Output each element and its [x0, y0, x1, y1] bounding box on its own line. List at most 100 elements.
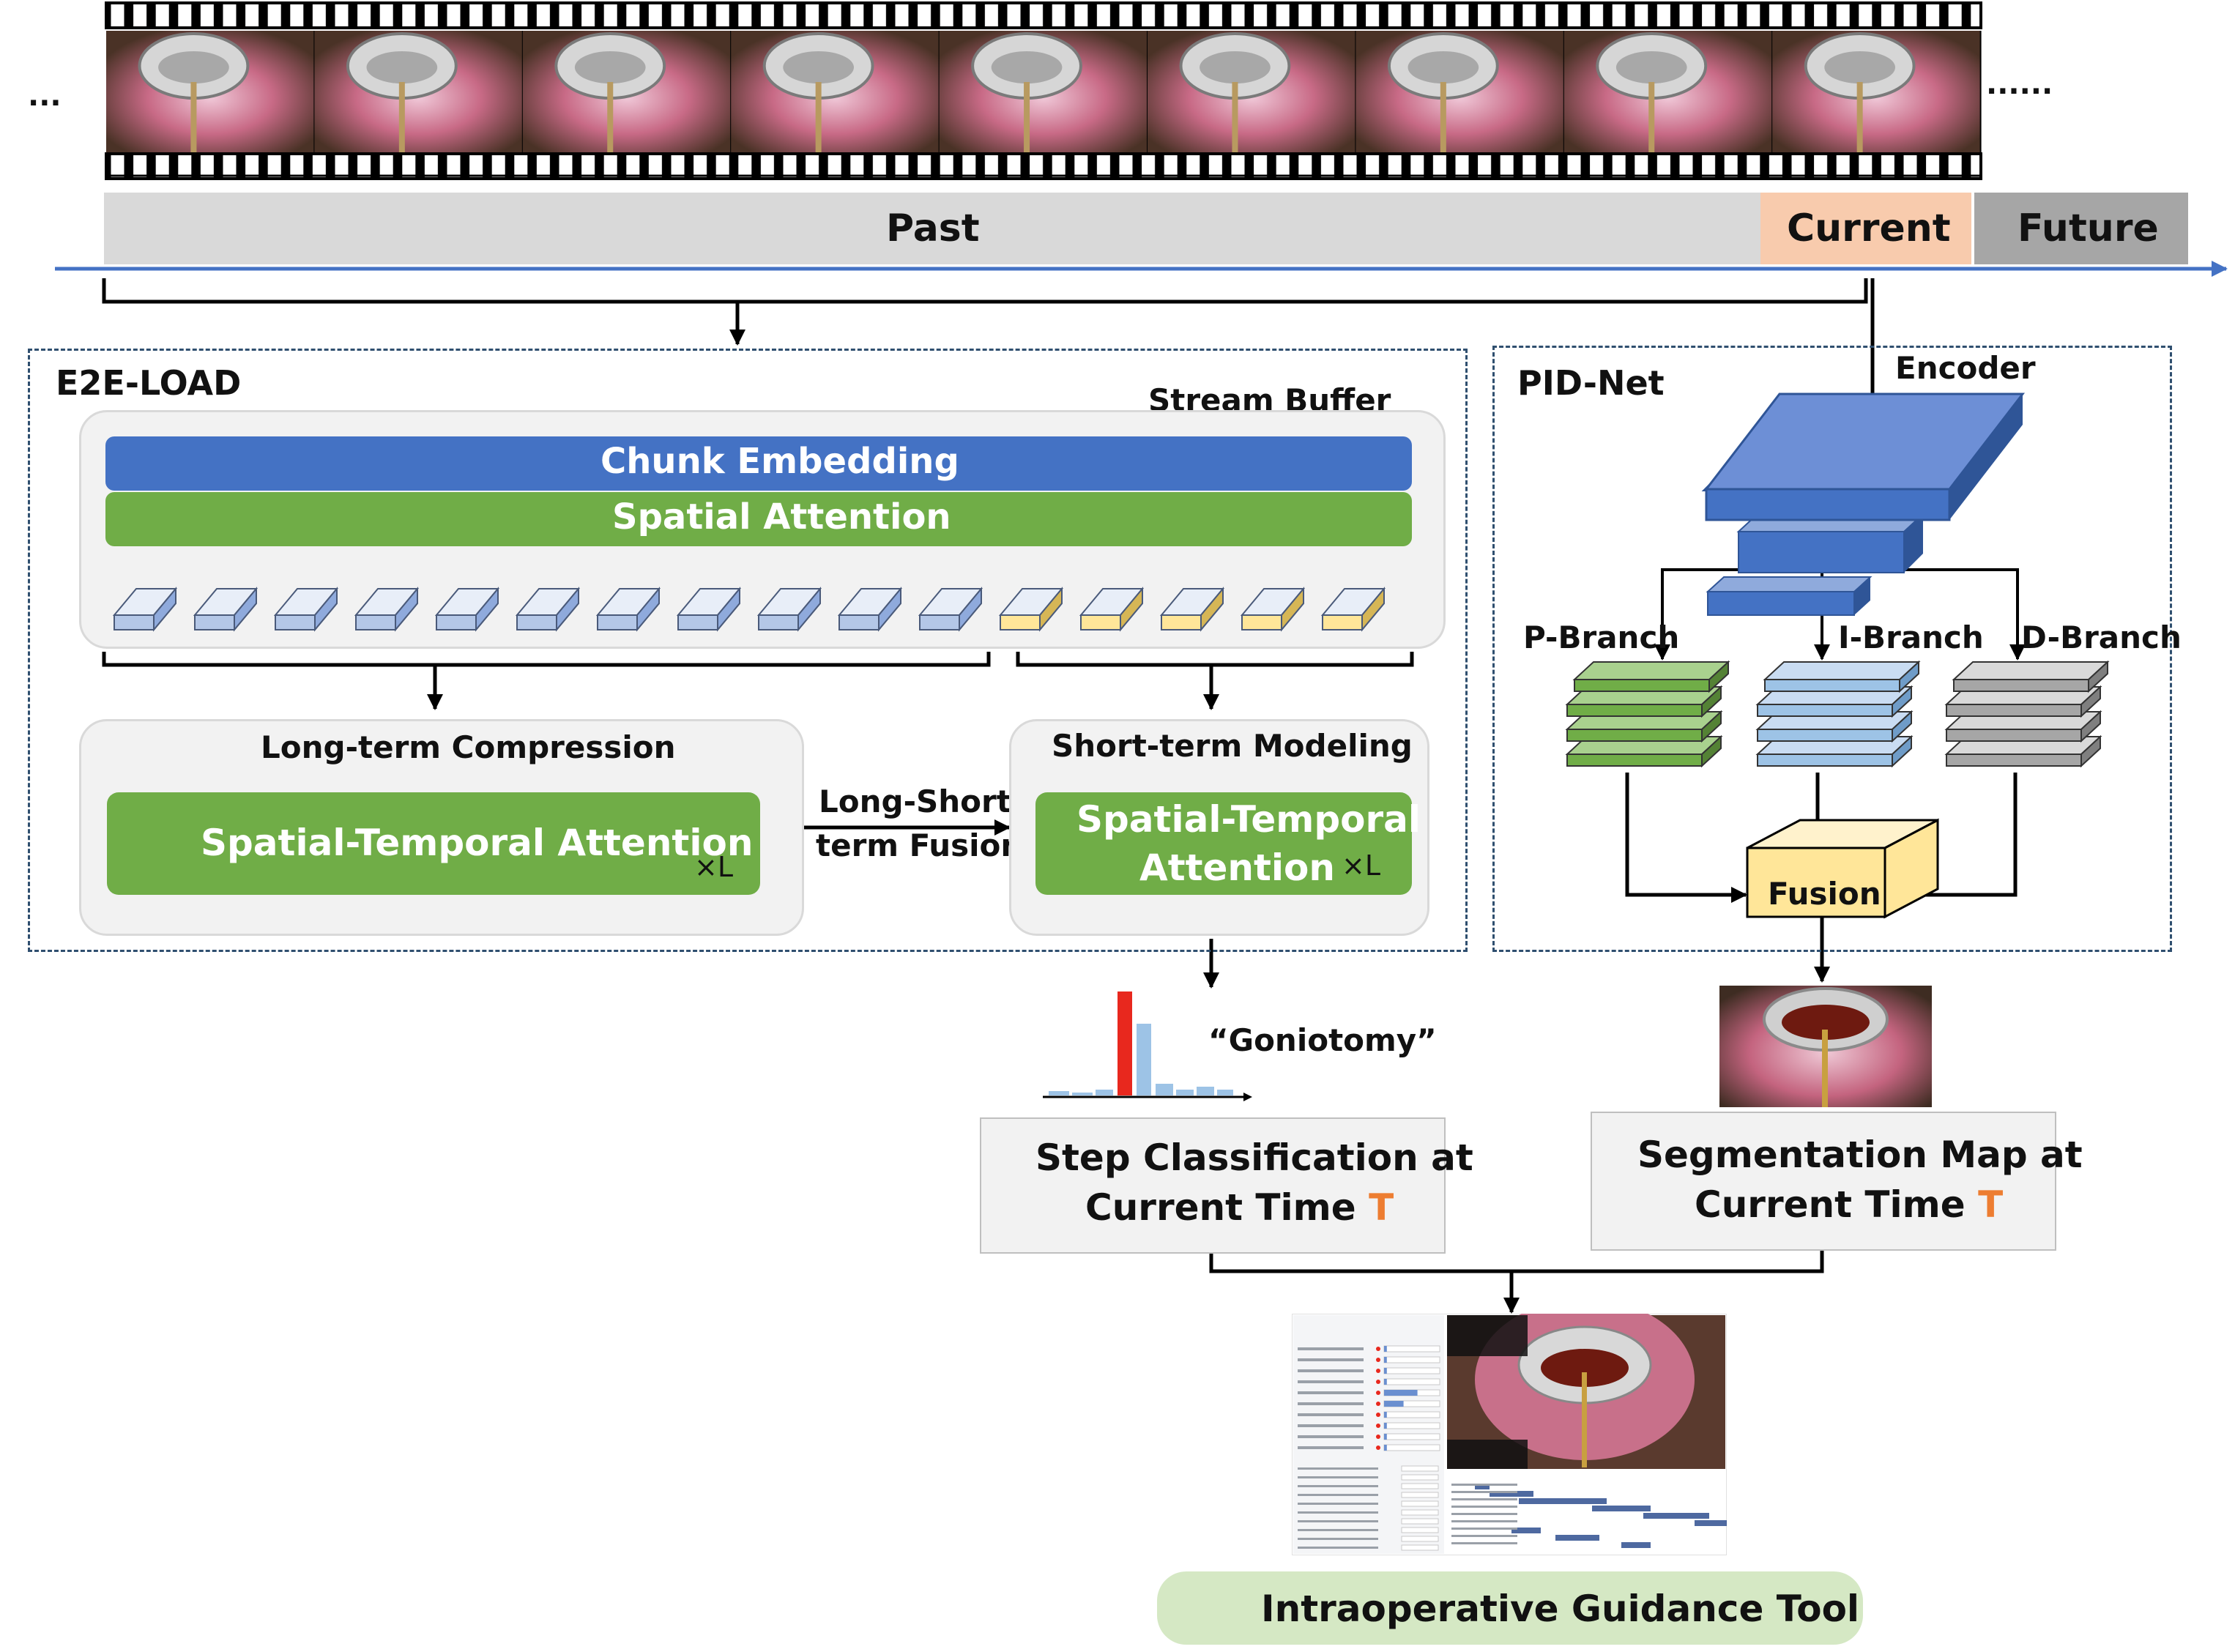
- segmentation-line2: Current Time T: [1695, 1183, 2003, 1226]
- e2e-load-title: E2E-LOAD: [56, 363, 242, 403]
- tool-summary-row: [1298, 1474, 1439, 1481]
- tool-timeline-label: [1451, 1484, 1517, 1486]
- eye-surgery-frame-icon: [939, 31, 1148, 152]
- past-label: Past: [886, 206, 980, 250]
- long-term-token: [193, 587, 259, 632]
- eye-surgery-frame-icon: [1563, 31, 1774, 152]
- tool-summary-row: [1298, 1518, 1439, 1525]
- spatial-attention-label: Spatial Attention: [612, 496, 951, 537]
- pid-net-title: PID-Net: [1517, 363, 1665, 403]
- short-term-attention-line1: Spatial-Temporal: [1076, 798, 1421, 841]
- tool-timeline-segment: [1475, 1484, 1490, 1489]
- film-strip-icon: [105, 1, 1982, 180]
- eye-surgery-frame-icon: [731, 31, 940, 152]
- tool-summary-row: [1298, 1483, 1439, 1489]
- long-term-token: [676, 587, 742, 632]
- d-branch-label: D-Branch: [2021, 620, 2182, 655]
- segmentation-map-icon: [1719, 986, 1932, 1107]
- tool-timeline-label: [1451, 1535, 1517, 1537]
- tool-phase-row: [1298, 1433, 1440, 1440]
- tool-timeline-segment: [1555, 1535, 1599, 1541]
- tool-timeline-segment: [1490, 1491, 1533, 1497]
- current-segment: [1760, 193, 1971, 264]
- pid-net-panel: [1492, 346, 2172, 952]
- spatial-attention-block: [105, 492, 1412, 546]
- long-term-token: [918, 587, 983, 632]
- current-label: Current: [1787, 206, 1951, 250]
- tool-summary-row: [1298, 1536, 1439, 1542]
- guidance-tool-label: Intraoperative Guidance Tool: [1261, 1588, 1860, 1630]
- tool-summary-row: [1298, 1465, 1439, 1472]
- encoder-label: Encoder: [1895, 350, 2036, 386]
- tool-phase-row: [1298, 1400, 1440, 1407]
- tool-phase-row: [1298, 1378, 1440, 1385]
- long-term-token: [434, 587, 500, 632]
- segmentation-line1: Segmentation Map at: [1637, 1134, 2083, 1176]
- long-term-token: [273, 587, 339, 632]
- future-label: Future: [2018, 206, 2159, 250]
- tool-phase-row: [1298, 1356, 1440, 1363]
- tool-timeline-label: [1451, 1542, 1517, 1544]
- guidance-tool-pill: [1157, 1571, 1863, 1645]
- tool-phase-row: [1298, 1422, 1440, 1429]
- tool-timeline-label: [1451, 1513, 1517, 1515]
- tool-timeline-segment: [1643, 1513, 1709, 1519]
- short-term-token: [1240, 587, 1306, 632]
- tool-summary-row: [1298, 1500, 1439, 1507]
- e2e-load-panel: [28, 349, 1468, 952]
- long-term-attention-block: [107, 792, 760, 895]
- segmentation-output-box: [1591, 1112, 2056, 1251]
- token-sequence: [112, 587, 1386, 632]
- tool-phase-row: [1298, 1389, 1440, 1396]
- long-term-token: [595, 587, 661, 632]
- tool-phase-row: [1298, 1411, 1440, 1418]
- p-branch-stack: [1565, 660, 1730, 768]
- step-classification-line2: Current Time T: [1085, 1186, 1394, 1229]
- tool-timeline-segment: [1621, 1542, 1651, 1548]
- guidance-tool-screenshot-icon: [1292, 1314, 1727, 1555]
- histogram-icon: [1043, 991, 1252, 1101]
- tool-summary-row: [1298, 1544, 1439, 1551]
- tool-timeline-label: [1451, 1520, 1517, 1522]
- long-term-attention-label: Spatial-Temporal Attention: [201, 822, 754, 864]
- long-term-token: [354, 587, 420, 632]
- eye-surgery-frame-icon: [1772, 31, 1982, 152]
- short-term-token: [1079, 587, 1145, 632]
- long-term-title: Long-term Compression: [261, 729, 676, 765]
- fusion-label-line2: term Fusion: [816, 827, 1023, 863]
- tool-timeline-segment: [1695, 1520, 1727, 1526]
- prediction-label: “Goniotomy”: [1208, 1022, 1437, 1058]
- short-term-attention-line2: Attention: [1139, 847, 1335, 889]
- long-term-repeat: ×L: [694, 851, 734, 883]
- past-segment: [104, 193, 1760, 264]
- pid-net-graphics: [1701, 392, 2026, 616]
- tool-timeline-label: [1451, 1506, 1517, 1508]
- short-term-token: [1320, 587, 1386, 632]
- tool-timeline-label: [1451, 1498, 1517, 1500]
- encoder-top-slab: [1703, 392, 2026, 521]
- d-branch-stack: [1944, 660, 2110, 768]
- step-classification-box: [980, 1117, 1446, 1254]
- tool-timeline-label: [1451, 1528, 1517, 1530]
- tool-phase-row: [1298, 1345, 1440, 1353]
- step-classification-line1: Step Classification at: [1035, 1136, 1473, 1179]
- eye-surgery-frame-icon: [522, 31, 732, 152]
- i-branch-stack: [1755, 660, 1921, 768]
- trailing-ellipsis: ......: [1986, 67, 2053, 101]
- fusion-label: Fusion: [1768, 876, 1881, 912]
- i-branch-label: I-Branch: [1838, 620, 1984, 655]
- tool-timeline-segment: [1519, 1498, 1607, 1504]
- tool-summary-row: [1298, 1527, 1439, 1533]
- long-term-token: [112, 587, 178, 632]
- short-term-token: [998, 587, 1064, 632]
- tool-timeline-segment: [1592, 1506, 1651, 1511]
- short-term-token: [1159, 587, 1225, 632]
- future-segment: [1974, 193, 2188, 264]
- long-term-token: [756, 587, 822, 632]
- tool-phase-row: [1298, 1367, 1440, 1374]
- tool-timeline-segment: [1511, 1528, 1541, 1533]
- fusion-block: [1746, 818, 1939, 919]
- p-branch-label: P-Branch: [1523, 620, 1680, 655]
- fusion-label-line1: Long-Short-: [819, 784, 1024, 819]
- chunk-embedding-block: [105, 436, 1412, 491]
